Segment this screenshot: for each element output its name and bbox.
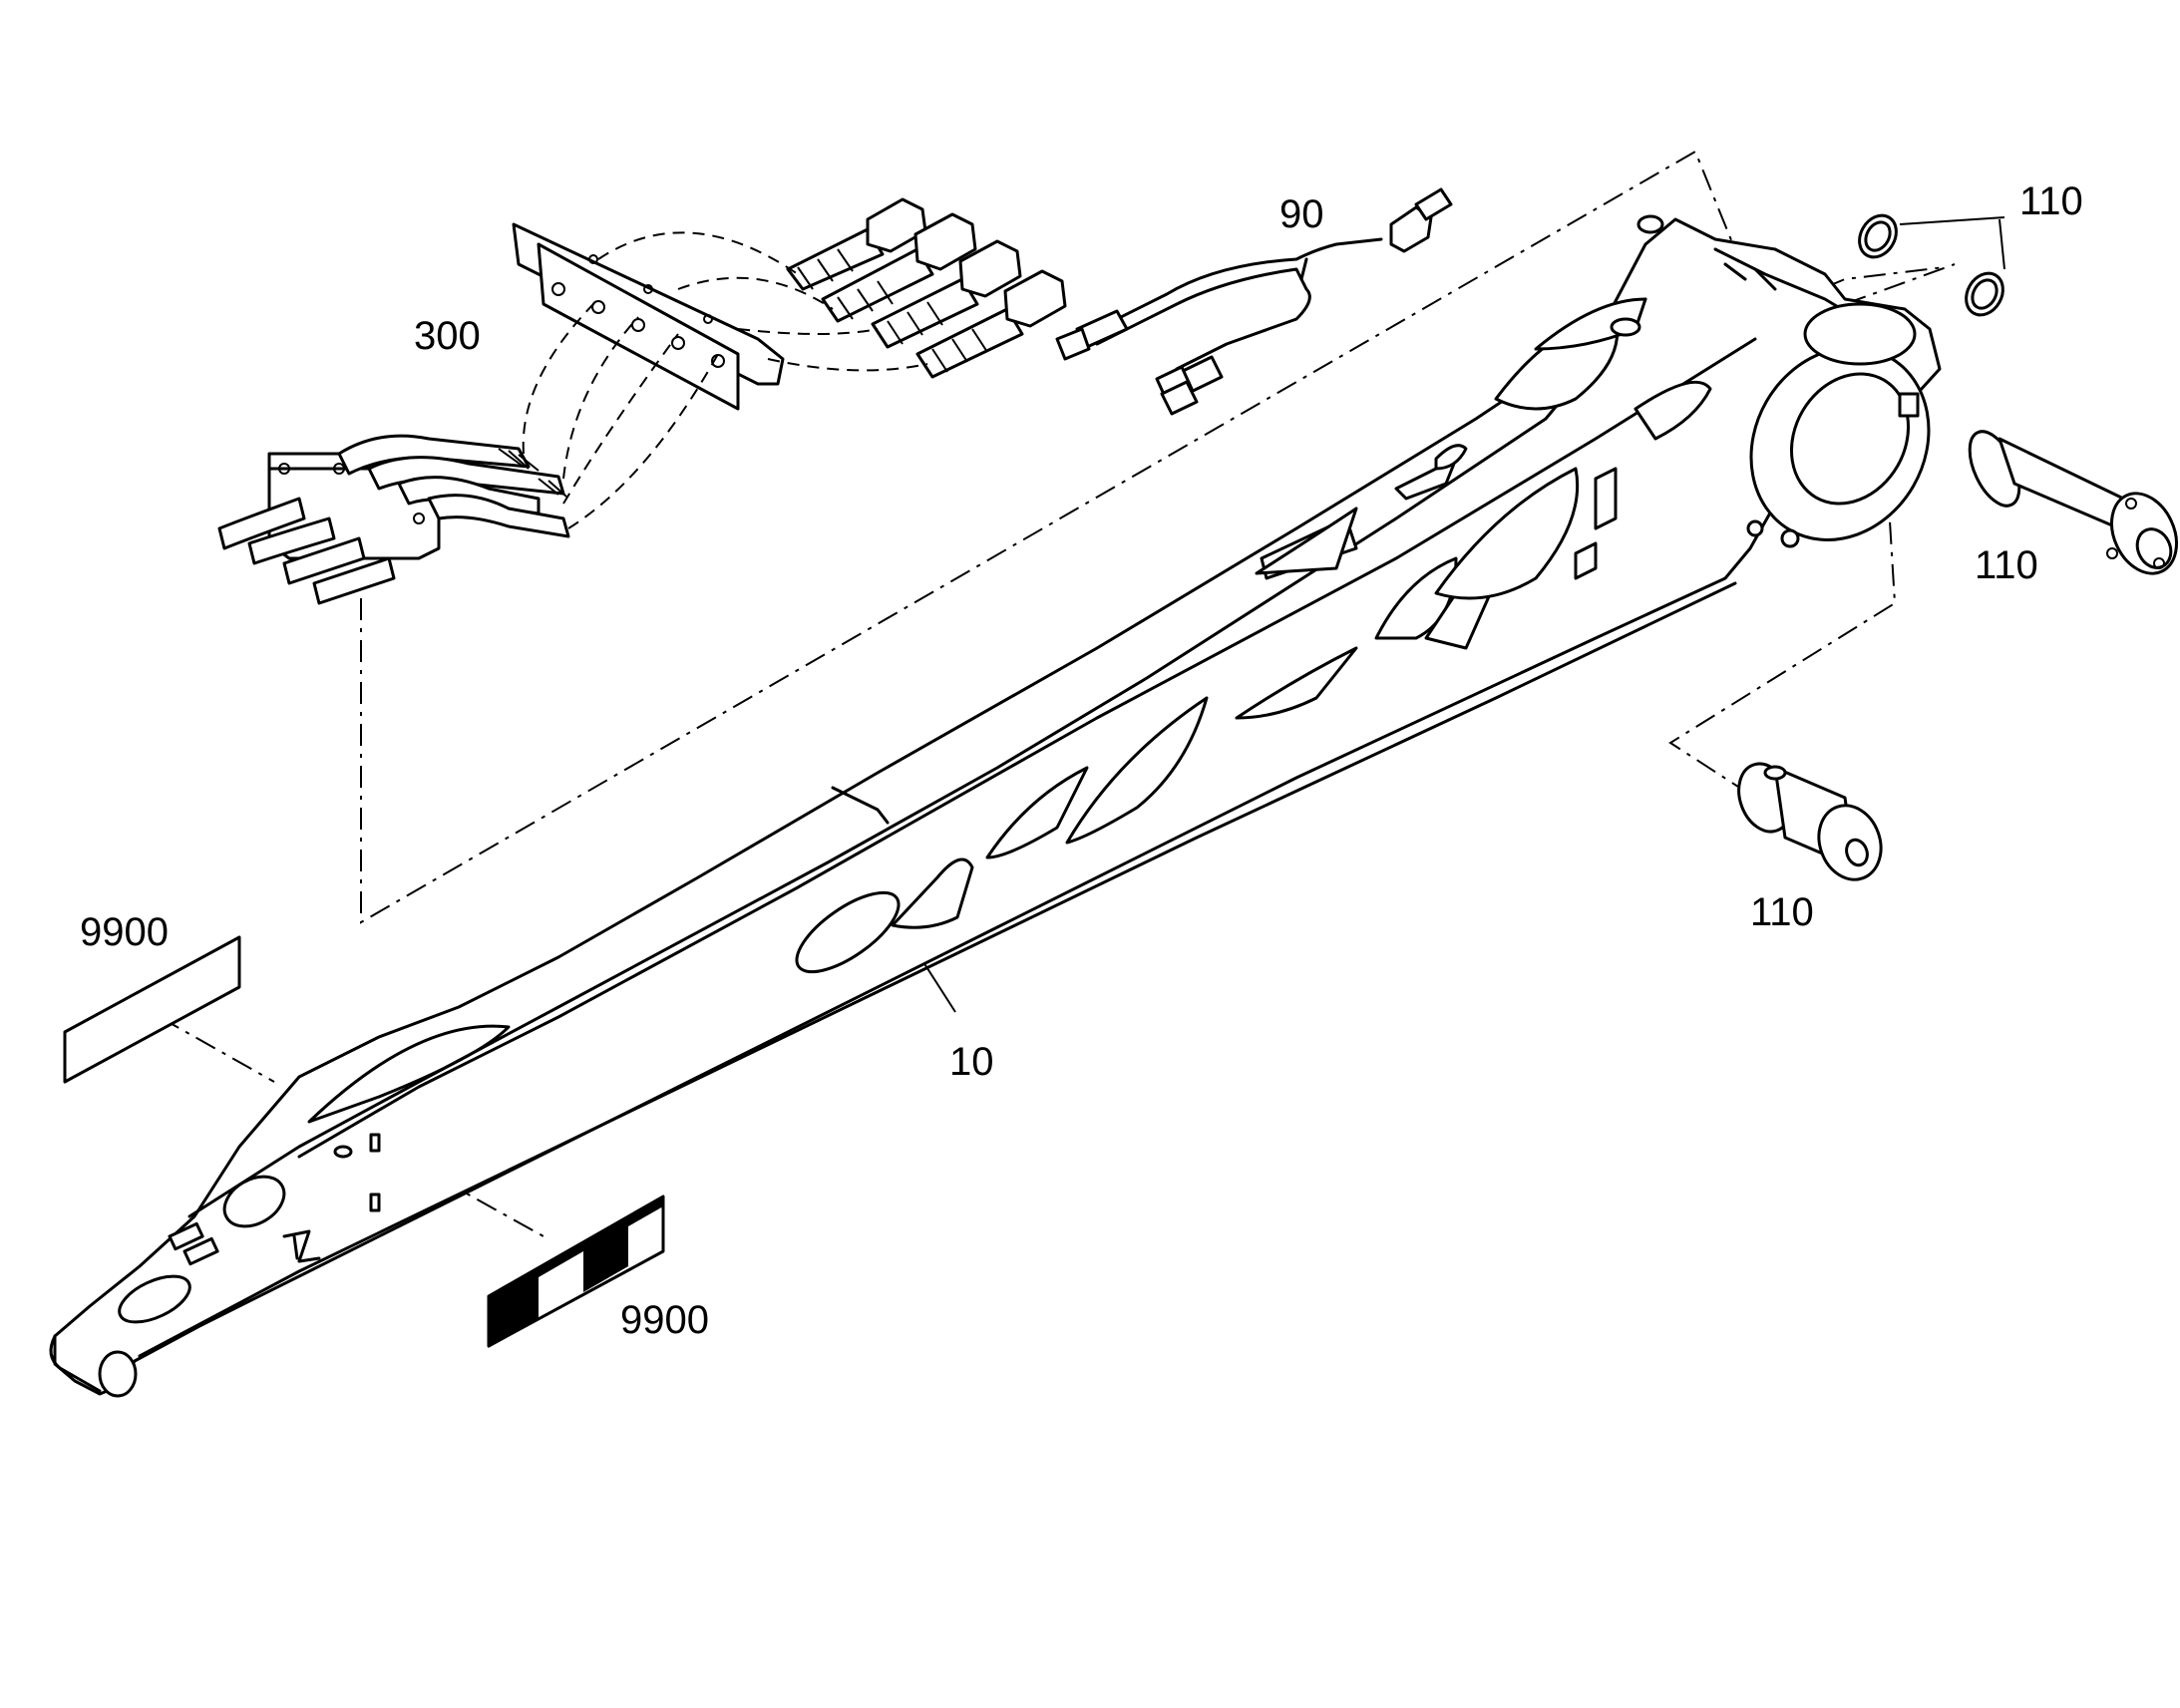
callouts: 300 90 110 110 110 9900 9900 10	[80, 179, 2083, 1342]
bushing	[1737, 762, 1883, 881]
manifold-bracket	[512, 222, 785, 411]
assembly-leader-lines	[159, 150, 1956, 1237]
hoses-upper	[337, 434, 570, 538]
cable-harness	[1055, 187, 1453, 416]
hose-routing-dashes	[522, 231, 928, 529]
callout-110-pin: 110	[1975, 543, 2038, 587]
hose-fittings	[786, 197, 1067, 379]
callout-10: 10	[949, 1040, 994, 1084]
label-plates	[63, 935, 665, 1348]
callout-90: 90	[1279, 192, 1324, 236]
hoses-lower	[217, 497, 396, 605]
callout-9900-left: 9900	[80, 910, 169, 954]
callout-9900-bottom: 9900	[620, 1298, 709, 1342]
o-rings	[1858, 213, 2005, 317]
hydraulic-block-assembly	[217, 434, 570, 605]
pivot-pin	[1968, 430, 2178, 575]
callout-110-bushing: 110	[1750, 890, 1814, 934]
boom-arm	[49, 214, 1942, 1398]
callout-300: 300	[414, 314, 481, 358]
callout-110-rings: 110	[2019, 179, 2083, 223]
